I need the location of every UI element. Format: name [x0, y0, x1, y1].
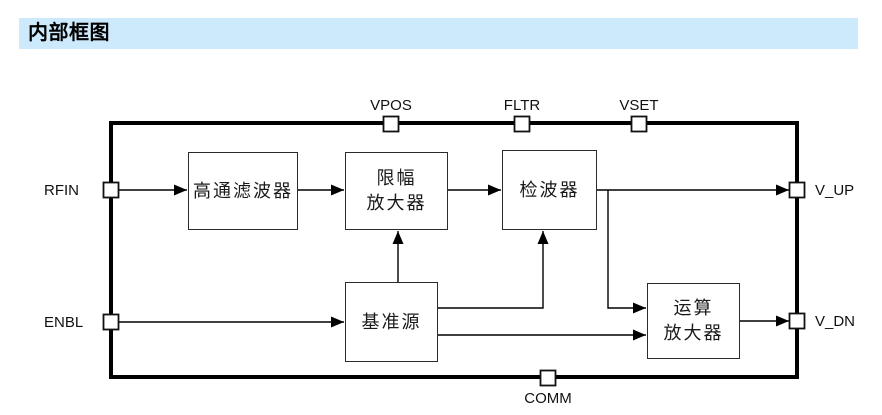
conn-reference-to-detector	[438, 231, 549, 309]
pin-label-rfin: RFIN	[44, 182, 79, 199]
pin-label-vpos: VPOS	[370, 97, 412, 114]
block-limiting-amplifier-label-line1: 限幅	[376, 168, 417, 188]
pin-vup	[788, 181, 806, 199]
pin-label-vdn: V_DN	[815, 313, 856, 330]
pin-enbl	[102, 313, 120, 331]
pin-label-vset: VSET	[619, 97, 659, 114]
chip-outline	[109, 121, 799, 379]
pin-fltr	[513, 115, 531, 133]
pin-vdn	[788, 312, 806, 330]
block-limiting-amplifier: 限幅 放大器	[345, 152, 448, 230]
header-bar: 内部框图	[19, 18, 858, 49]
block-op-amp-label-line1: 运算	[673, 298, 714, 318]
pin-label-fltr: FLTR	[503, 97, 541, 114]
block-high-pass-filter-label: 高通滤波器	[193, 180, 293, 201]
pin-label-comm: COMM	[524, 390, 572, 407]
pin-vset	[630, 115, 648, 133]
block-detector: 检波器	[502, 150, 597, 230]
block-op-amp-label-line2: 放大器	[663, 323, 724, 343]
pin-rfin	[102, 181, 120, 199]
pin-vpos	[382, 115, 400, 133]
block-high-pass-filter: 高通滤波器	[188, 152, 298, 230]
page-title: 内部框图	[28, 22, 110, 44]
block-op-amp: 运算 放大器	[647, 283, 740, 359]
block-limiting-amplifier-label-line2: 放大器	[366, 193, 427, 213]
pin-label-enbl: ENBL	[44, 314, 84, 331]
pin-comm	[539, 369, 557, 387]
block-reference-source: 基准源	[345, 282, 438, 362]
block-detector-label: 检波器	[519, 179, 580, 200]
pin-label-vup: V_UP	[815, 182, 855, 199]
conn-detector-to-opamp	[607, 190, 646, 314]
block-reference-source-label: 基准源	[361, 311, 422, 332]
